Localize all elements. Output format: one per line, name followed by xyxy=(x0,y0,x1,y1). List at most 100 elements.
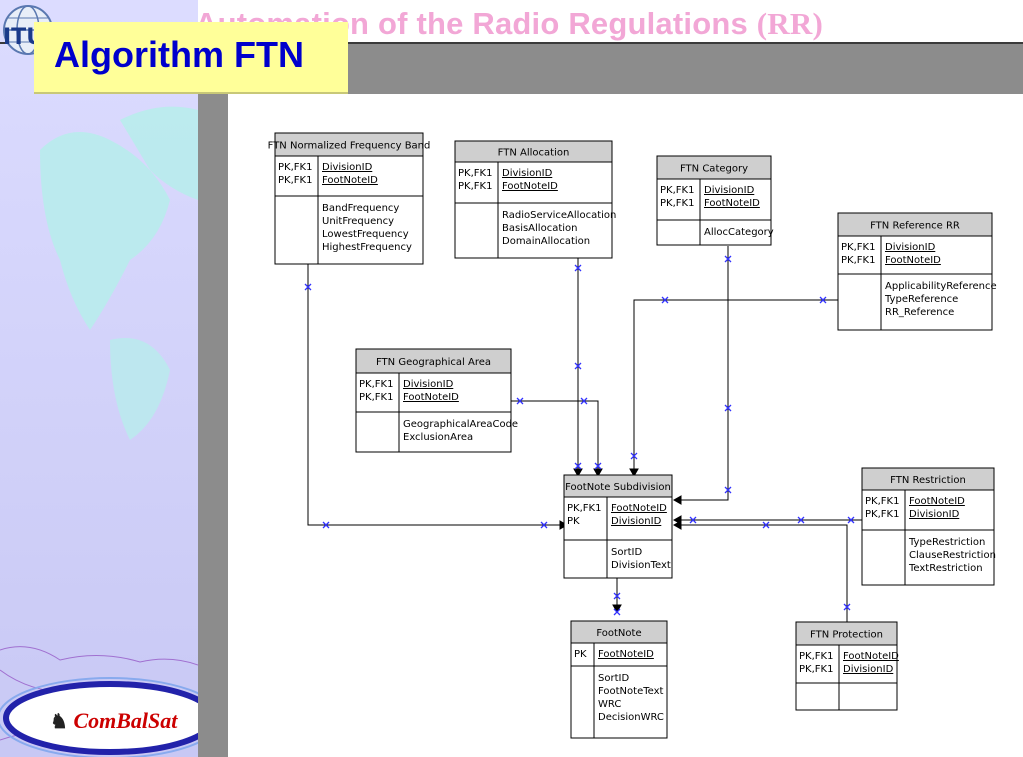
relationship-marker xyxy=(689,516,697,524)
entity-name: FTN Restriction xyxy=(890,475,966,486)
relationship-marker xyxy=(613,592,621,600)
entity-header xyxy=(570,620,668,644)
relationship-marker xyxy=(580,397,588,405)
attribute-field: RadioServiceAllocation xyxy=(502,210,616,221)
key-tag: PK xyxy=(567,516,580,527)
key-field: FootNoteID xyxy=(403,392,459,403)
relationship-marker xyxy=(304,283,312,291)
key-field: DivisionID xyxy=(704,185,755,196)
key-field: DivisionID xyxy=(611,516,662,527)
attribute-field: TypeRestriction xyxy=(908,537,985,548)
relationship-marker xyxy=(724,255,732,263)
key-tag: PK,FK1 xyxy=(841,255,875,266)
attribute-field: DivisionText xyxy=(611,560,671,571)
key-tag: PK,FK1 xyxy=(799,664,833,675)
relationship-marker xyxy=(630,452,638,460)
attribute-field: WRC xyxy=(598,699,621,710)
header-rule xyxy=(0,42,1023,44)
entity-header xyxy=(454,140,613,163)
arrowhead xyxy=(672,520,682,530)
side-band xyxy=(198,94,228,757)
relationship-marker xyxy=(819,296,827,304)
attribute-field: GeographicalAreaCode xyxy=(403,419,518,430)
key-tag: PK,FK1 xyxy=(799,651,833,662)
key-tag: PK,FK1 xyxy=(660,185,694,196)
key-tag: PK,FK1 xyxy=(865,509,899,520)
key-field: DivisionID xyxy=(322,162,373,173)
key-tag: PK,FK1 xyxy=(278,175,312,186)
relationship-marker xyxy=(843,603,851,611)
key-tag: PK,FK1 xyxy=(660,198,694,209)
arrowhead xyxy=(612,604,622,614)
relationship-marker xyxy=(762,521,770,529)
attribute-field: DomainAllocation xyxy=(502,236,590,247)
key-field: FootNoteID xyxy=(598,649,654,660)
attribute-field: ClauseRestriction xyxy=(909,550,996,561)
attribute-field: BasisAllocation xyxy=(502,223,577,234)
attribute-field: LowestFrequency xyxy=(322,229,409,240)
key-tag: PK,FK1 xyxy=(359,392,393,403)
arrowhead xyxy=(573,468,583,478)
key-field: FootNoteID xyxy=(502,181,558,192)
presentation-title-suffix: (RR) xyxy=(756,6,823,41)
attribute-field: ApplicabilityReference xyxy=(885,281,997,292)
key-field: DivisionID xyxy=(843,664,894,675)
key-field: DivisionID xyxy=(909,509,960,520)
key-field: FootNoteID xyxy=(843,651,899,662)
attribute-field: SortID xyxy=(598,673,629,684)
world-map-decor xyxy=(0,106,223,757)
entity-header xyxy=(355,348,512,374)
relationship-marker xyxy=(574,264,582,272)
attribute-field: DecisionWRC xyxy=(598,712,664,723)
attribute-field: TypeReference xyxy=(884,294,958,305)
attribute-field: HighestFrequency xyxy=(322,242,412,253)
entity-name: FTN Allocation xyxy=(498,148,570,159)
key-field: FootNoteID xyxy=(909,496,965,507)
entity-name: FTN Protection xyxy=(810,630,883,641)
relationship-marker xyxy=(574,462,582,470)
key-tag: PK,FK1 xyxy=(841,242,875,253)
relationship-marker xyxy=(322,521,330,529)
entity-header xyxy=(563,474,673,498)
entity-header xyxy=(656,155,772,180)
relationship-marker xyxy=(797,516,805,524)
entity-name: FootNote Subdivision xyxy=(565,482,671,493)
relationship-marker xyxy=(540,521,548,529)
entity-header xyxy=(837,212,993,237)
entity-name: FTN Reference RR xyxy=(870,221,960,232)
key-field: DivisionID xyxy=(885,242,936,253)
entity-header xyxy=(861,467,995,491)
attribute-field: AllocCategory xyxy=(704,227,774,238)
entity-name: FTN Geographical Area xyxy=(376,357,491,368)
key-field: DivisionID xyxy=(502,168,553,179)
attribute-field: ExclusionArea xyxy=(403,432,473,443)
arrowhead xyxy=(593,468,603,478)
key-tag: PK,FK1 xyxy=(458,181,492,192)
key-field: FootNoteID xyxy=(704,198,760,209)
relationship-marker xyxy=(847,516,855,524)
entity-name: FootNote xyxy=(596,628,641,639)
combalsat-logo-text: ComBalSat xyxy=(73,708,178,733)
attribute-field: SortID xyxy=(611,547,642,558)
relationship-marker xyxy=(516,397,524,405)
combalsat-icon: ♞ xyxy=(50,711,68,733)
key-tag: PK,FK1 xyxy=(278,162,312,173)
arrowhead xyxy=(629,468,639,478)
relationship-markers xyxy=(304,255,855,616)
relationship-marker xyxy=(613,608,621,616)
relationship-marker xyxy=(724,486,732,494)
slide-title: Algorithm FTN xyxy=(54,34,304,75)
combalsat-logo: ♞ ComBalSat xyxy=(50,708,177,734)
relationship-lines xyxy=(307,246,862,622)
entity-name: FTN Category xyxy=(680,164,748,175)
